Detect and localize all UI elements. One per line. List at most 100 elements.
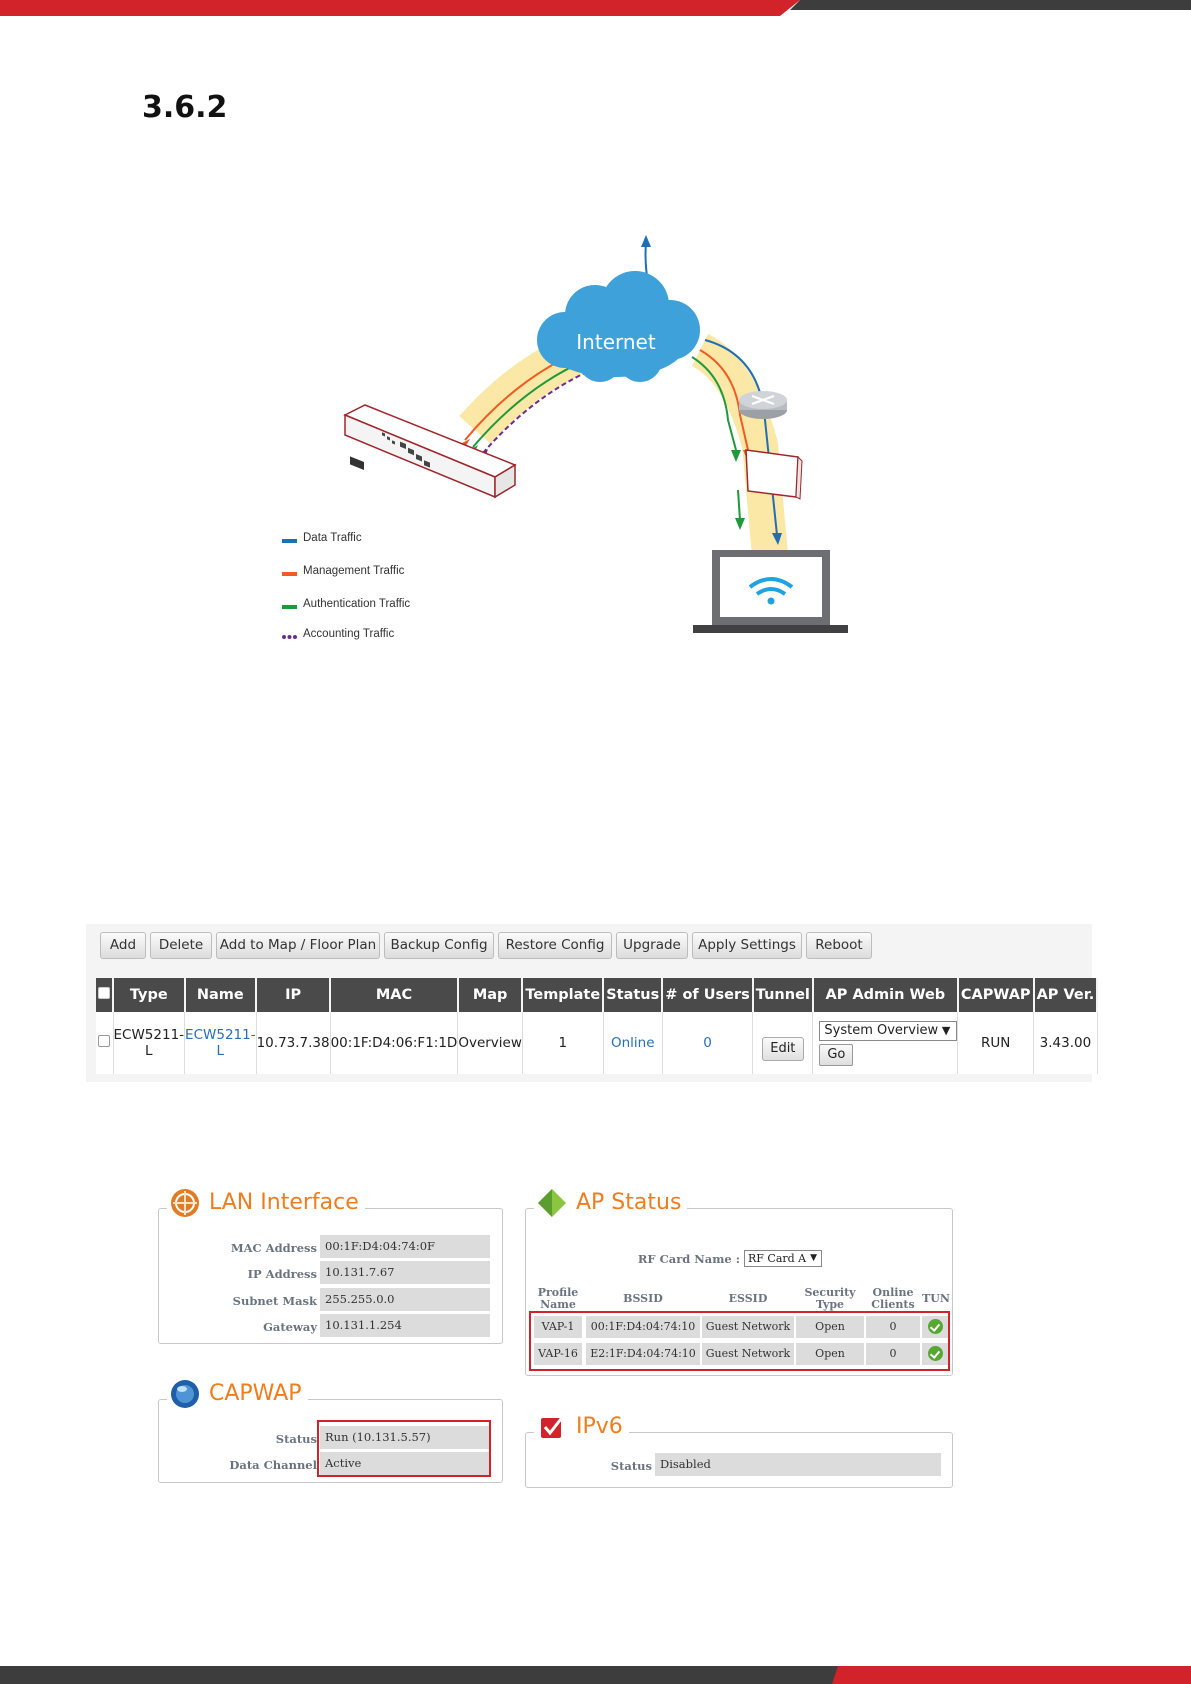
admin-web-select[interactable]: System Overview▼ [819, 1020, 958, 1041]
clients-cell: 0 [866, 1343, 920, 1365]
header-line: Clients [871, 1298, 915, 1311]
select-all-checkbox[interactable] [98, 987, 110, 999]
ap-status-title-text: AP Status [576, 1190, 682, 1215]
dropdown-arrow-icon: ▼ [941, 1023, 951, 1037]
lan-interface-icon [171, 1189, 199, 1217]
controller-appliance [343, 404, 517, 499]
rf-card-select[interactable]: RF Card A▼ [744, 1250, 822, 1267]
rf-card-selected: RF Card A [748, 1252, 807, 1265]
capwap-highlight-box [317, 1420, 491, 1477]
ap-list-panel: Add Delete Add to Map / Floor Plan Backu… [86, 924, 1099, 1082]
lan-interface-title-text: LAN Interface [209, 1190, 359, 1215]
legend-item: Management Traffic [282, 563, 482, 583]
column-header[interactable]: Template [522, 978, 605, 1012]
go-button[interactable]: Go [819, 1043, 854, 1066]
capwap-title-text: CAPWAP [209, 1381, 302, 1406]
column-header[interactable]: CAPWAP [957, 978, 1035, 1012]
row-checkbox[interactable] [98, 1035, 111, 1047]
column-header[interactable]: AP Ver. [1033, 978, 1099, 1012]
mac-address-value: 00:1F:D4:04:74:0F [320, 1235, 490, 1258]
capwap-title: CAPWAP [167, 1378, 308, 1410]
tunnel-cell: Edit [752, 1012, 814, 1074]
capwap-cell: RUN [957, 1012, 1035, 1074]
bssid-header: BSSID [623, 1292, 663, 1305]
reboot-button[interactable]: Reboot [806, 932, 872, 959]
profile-cell: VAP-16 [534, 1343, 582, 1365]
column-header[interactable]: Status [603, 978, 664, 1012]
capwap-status-label: Status [275, 1432, 317, 1446]
column-header[interactable]: AP Admin Web [812, 978, 959, 1012]
column-header[interactable]: Name [184, 978, 258, 1012]
column-header[interactable]: Map [457, 978, 524, 1012]
column-header[interactable]: IP [256, 978, 332, 1012]
add-button[interactable]: Add [100, 932, 146, 959]
capwap-status-value: Run (10.131.5.57) [320, 1426, 490, 1449]
ap-ver-cell: 3.43.00 [1033, 1012, 1098, 1074]
essid-header: ESSID [728, 1292, 768, 1305]
cloud-label: Internet [576, 330, 656, 354]
subnet-mask-value: 255.255.0.0 [320, 1288, 490, 1311]
router-icon [739, 391, 787, 419]
backup-config-button[interactable]: Backup Config [384, 932, 494, 959]
row-select-cell [96, 1012, 114, 1074]
ap-status-title: AP Status [534, 1187, 688, 1219]
lan-interface-panel: LAN Interface MAC Address 00:1F:D4:04:74… [158, 1187, 503, 1344]
apply-settings-button[interactable]: Apply Settings [692, 932, 802, 959]
type-cell: ECW5211-L [113, 1012, 186, 1074]
mac-address-label: MAC Address [230, 1241, 317, 1255]
add-to-map-button[interactable]: Add to Map / Floor Plan [216, 932, 380, 959]
type-line: L [145, 1043, 153, 1059]
legend-swatch [282, 605, 297, 609]
users-link[interactable]: 0 [662, 1012, 754, 1074]
header-line: Profile [537, 1286, 579, 1299]
legend-swatch [282, 539, 297, 543]
column-header[interactable]: # of Users [662, 978, 754, 1012]
ipv6-status-value: Disabled [655, 1453, 941, 1476]
legend-label: Accounting Traffic [303, 628, 395, 640]
legend-swatch [282, 635, 297, 639]
header-band [0, 0, 1191, 16]
legend-swatch [282, 572, 297, 576]
status-link[interactable]: Online [603, 1012, 663, 1074]
dropdown-arrow-icon: ▼ [810, 1253, 817, 1263]
type-line: ECW5211- [113, 1027, 185, 1043]
profile-cell: VAP-1 [534, 1316, 582, 1338]
restore-config-button[interactable]: Restore Config [498, 932, 612, 959]
legend-item: Data Traffic [282, 530, 482, 550]
table-row: ECW5211-L ECW5211-L 10.73.7.38 00:1F:D4:… [96, 1012, 1098, 1074]
tun-header: TUN [922, 1292, 950, 1305]
column-header[interactable]: Tunnel [752, 978, 814, 1012]
table-header-row: Type Name IP MAC Map Template Status # o… [96, 978, 1099, 1012]
ipv6-panel: IPv6 Status Disabled [525, 1411, 953, 1488]
ip-address-label: IP Address [247, 1267, 317, 1281]
legend-label: Data Traffic [303, 532, 362, 544]
essid-cell: Guest Network [702, 1343, 794, 1365]
legend-item: Authentication Traffic [282, 596, 482, 616]
vap-highlight-box [529, 1311, 950, 1371]
upgrade-button[interactable]: Upgrade [616, 932, 688, 959]
tunnel-edit-button[interactable]: Edit [761, 1037, 804, 1061]
data-channel-value: Active [320, 1452, 490, 1475]
check-icon [928, 1346, 943, 1361]
clients-cell: 0 [866, 1316, 920, 1338]
delete-button[interactable]: Delete [150, 932, 212, 959]
admin-web-cell: System Overview▼ Go [812, 1012, 959, 1074]
template-cell: 1 [522, 1012, 604, 1074]
check-icon [928, 1319, 943, 1334]
checkbox-checked-icon [541, 1414, 566, 1438]
header-line: Name [540, 1298, 576, 1311]
ip-address-value: 10.131.7.67 [320, 1261, 490, 1284]
column-header[interactable]: MAC [330, 978, 459, 1012]
bssid-cell: 00:1F:D4:04:74:10 [586, 1316, 700, 1338]
ap-name-link[interactable]: ECW5211-L [184, 1012, 257, 1074]
column-header[interactable]: Type [113, 978, 186, 1012]
header-line: Type [815, 1298, 845, 1311]
ap-status-panel: AP Status RF Card Name : RF Card A▼ Prof… [525, 1187, 953, 1376]
gateway-value: 10.131.1.254 [320, 1314, 490, 1337]
ipv6-title-text: IPv6 [576, 1414, 623, 1439]
ap-status-icon [538, 1189, 566, 1217]
map-cell: Overview [457, 1012, 523, 1074]
